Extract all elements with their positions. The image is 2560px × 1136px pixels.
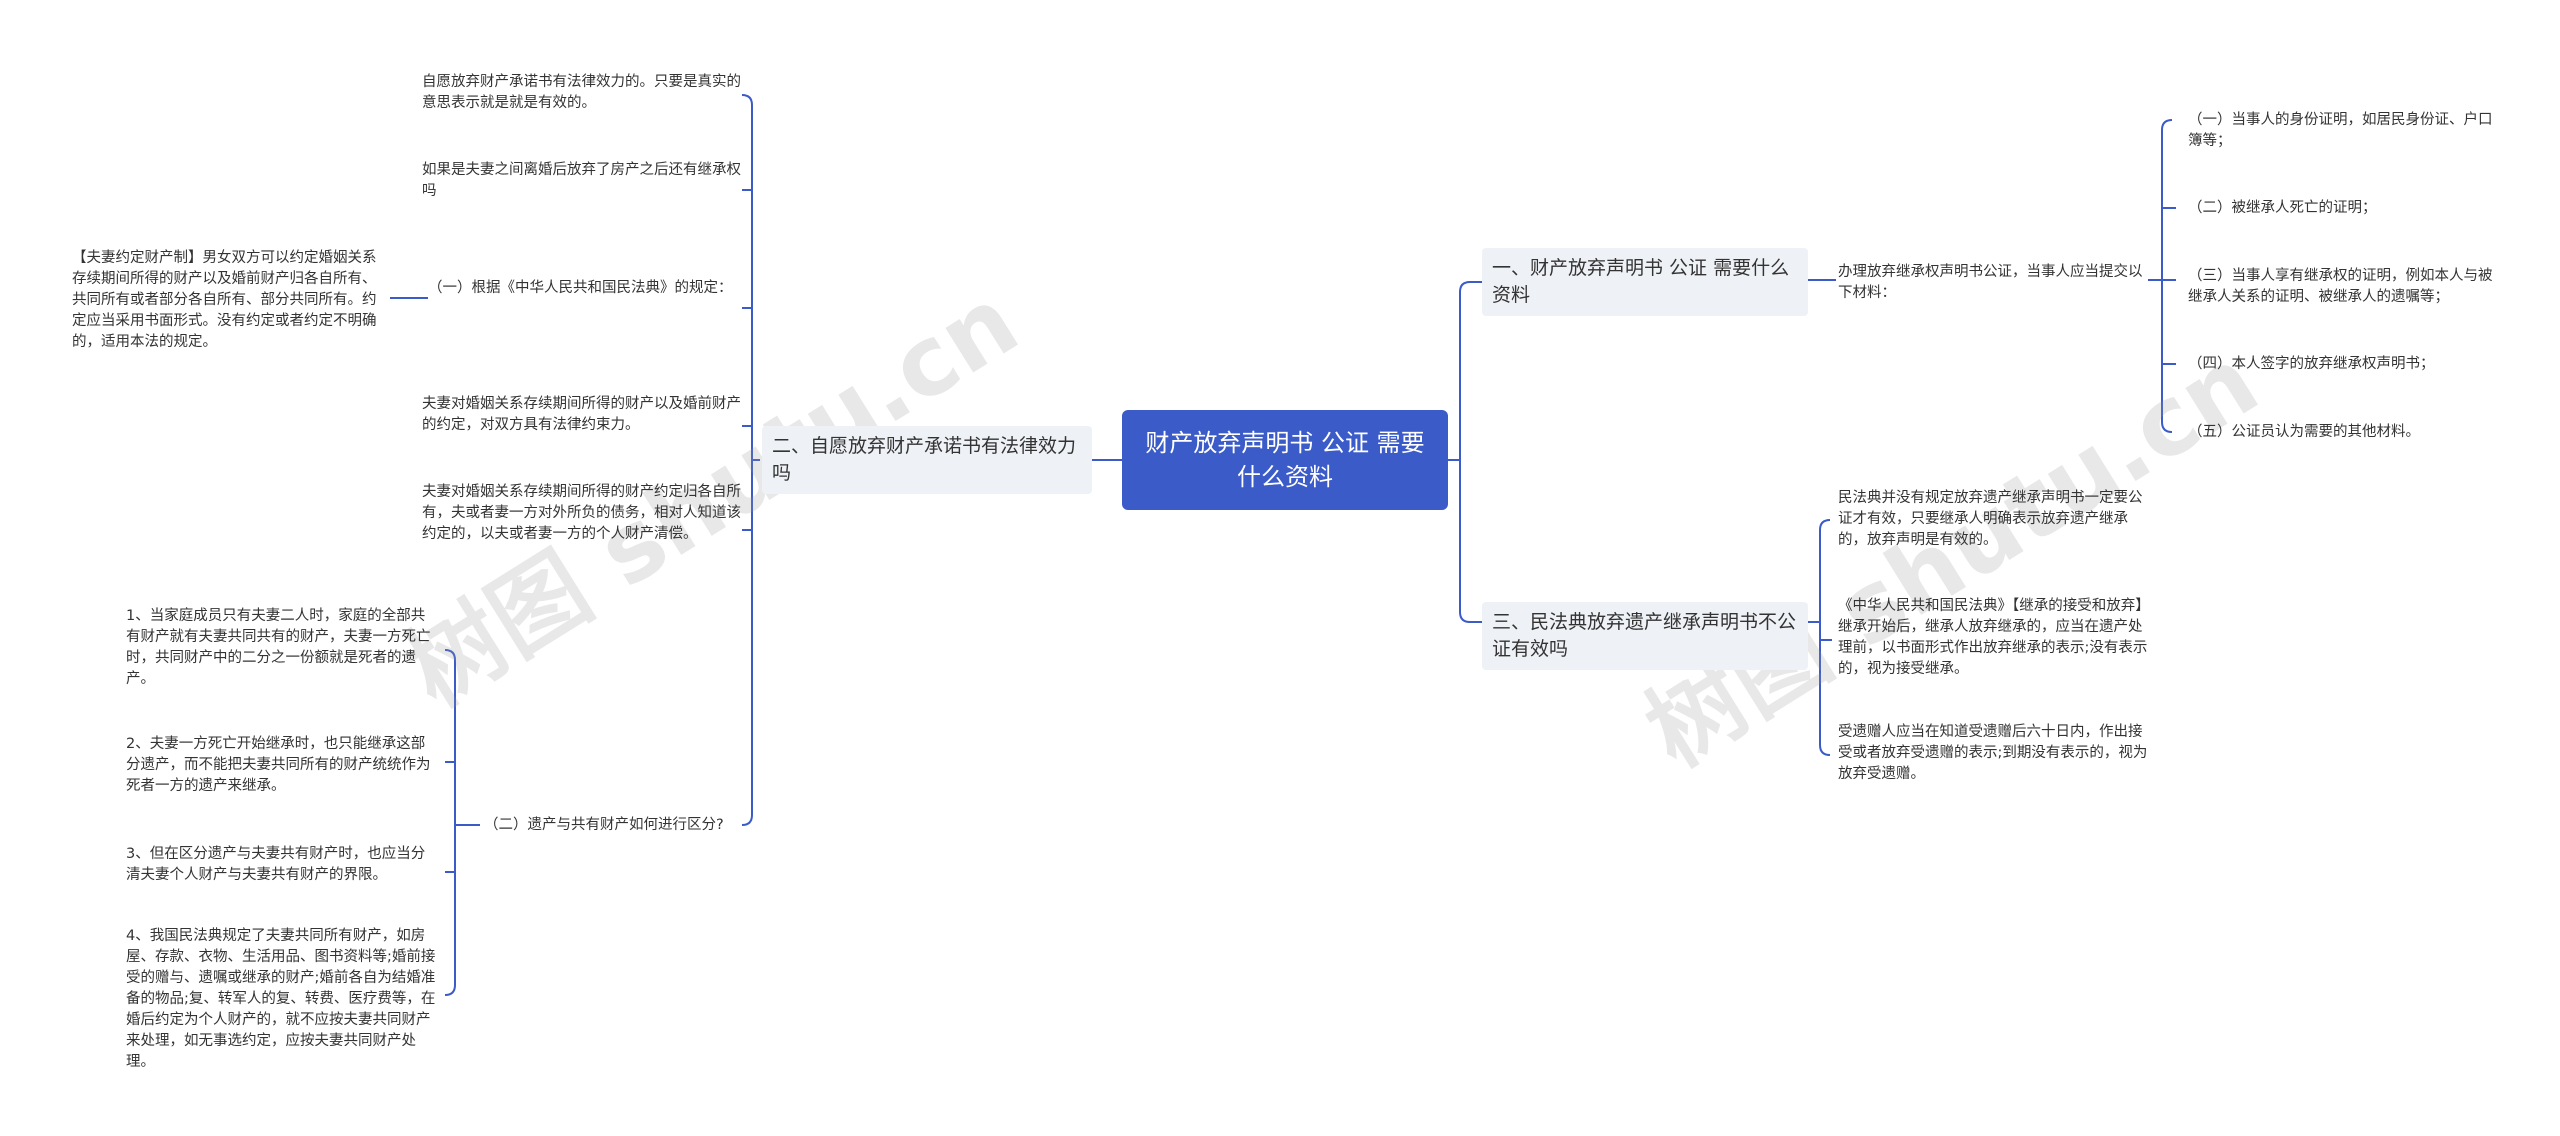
branch-label-2: 二、自愿放弃财产承诺书有法律效力吗	[772, 435, 1077, 484]
b2-distinction-4: 4、我国民法典规定了夫妻共同所有财产，如房屋、存款、衣物、生活用品、图书资料等;…	[126, 928, 436, 1070]
b2-distinction-3: 3、但在区分遗产与夫妻共有财产时，也应当分清夫妻个人财产与夫妻共有财产的界限。	[126, 846, 426, 883]
link-root-b3	[1459, 460, 1482, 623]
b2-item-2: 如果是夫妻之间离婚后放弃了房产之后还有继承权吗	[422, 162, 741, 199]
root-node[interactable]: 财产放弃声明书 公证 需要什么资料	[1122, 410, 1448, 510]
b1-item-1: （一）当事人的身份证明，如居民身份证、户口簿等；	[2188, 112, 2493, 149]
b1-item-3: （三）当事人享有继承权的证明，例如本人与被继承人关系的证明、被继承人的遗嘱等；	[2188, 268, 2493, 305]
b1-intro-text: 办理放弃继承权声明书公证，当事人应当提交以下材料：	[1838, 264, 2143, 301]
link-b3-items	[1808, 519, 1832, 756]
b2-item-5: 夫妻对婚姻关系存续期间所得的财产约定归各自所有，夫或者妻一方对外所负的债务，相对…	[422, 484, 741, 542]
branch-node-3[interactable]: 三、民法典放弃遗产继承声明书不公证有效吗	[1482, 602, 1808, 670]
link-intro-items	[2148, 119, 2176, 433]
b2-item-3: （一）根据《中华人民共和国民法典》的规定：	[428, 280, 733, 296]
branch-node-1[interactable]: 一、财产放弃声明书 公证 需要什么资料	[1482, 248, 1808, 316]
branch-label-1: 一、财产放弃声明书 公证 需要什么资料	[1492, 257, 1790, 306]
link-b2-items	[741, 94, 760, 826]
b2-item-1: 自愿放弃财产承诺书有法律效力的。只要是真实的意思表示就是就是有效的。	[422, 74, 741, 111]
root-label: 财产放弃声明书 公证 需要什么资料	[1145, 429, 1425, 491]
branch-node-2[interactable]: 二、自愿放弃财产承诺书有法律效力吗	[762, 426, 1092, 494]
b3-item-3: 受遗赠人应当在知道受遗赠后六十日内，作出接受或者放弃受遗赠的表示;到期没有表示的…	[1838, 724, 2148, 782]
b3-item-1: 民法典并没有规定放弃遗产继承声明书一定要公证才有效，只要继承人明确表示放弃遗产继…	[1838, 490, 2143, 548]
b2-law-text: 【夫妻约定财产制】男女双方可以约定婚姻关系存续期间所得的财产以及婚前财产归各自所…	[72, 250, 377, 350]
b1-item-5: （五）公证员认为需要的其他材料。	[2188, 424, 2420, 440]
link-b2-distinctions	[444, 649, 480, 996]
branch-label-3: 三、民法典放弃遗产继承声明书不公证有效吗	[1492, 611, 1797, 660]
b2-item-4: 夫妻对婚姻关系存续期间所得的财产以及婚前财产的约定，对双方具有法律约束力。	[422, 396, 741, 433]
b1-item-2: （二）被继承人死亡的证明；	[2188, 200, 2377, 216]
link-root-b1	[1448, 281, 1482, 461]
b2-distinction-2: 2、夫妻一方死亡开始继承时，也只能继承这部分遗产，而不能把夫妻共同所有的财产统统…	[126, 736, 431, 794]
b2-item-6: （二）遗产与共有财产如何进行区分?	[484, 817, 724, 833]
b2-distinction-1: 1、当家庭成员只有夫妻二人时，家庭的全部共有财产就有夫妻共同共有的财产，夫妻一方…	[126, 608, 431, 687]
b3-item-2: 《中华人民共和国民法典》【继承的接受和放弃】继承开始后，继承人放弃继承的，应当在…	[1838, 598, 2150, 677]
b1-item-4: （四）本人签字的放弃继承权声明书；	[2188, 356, 2435, 372]
